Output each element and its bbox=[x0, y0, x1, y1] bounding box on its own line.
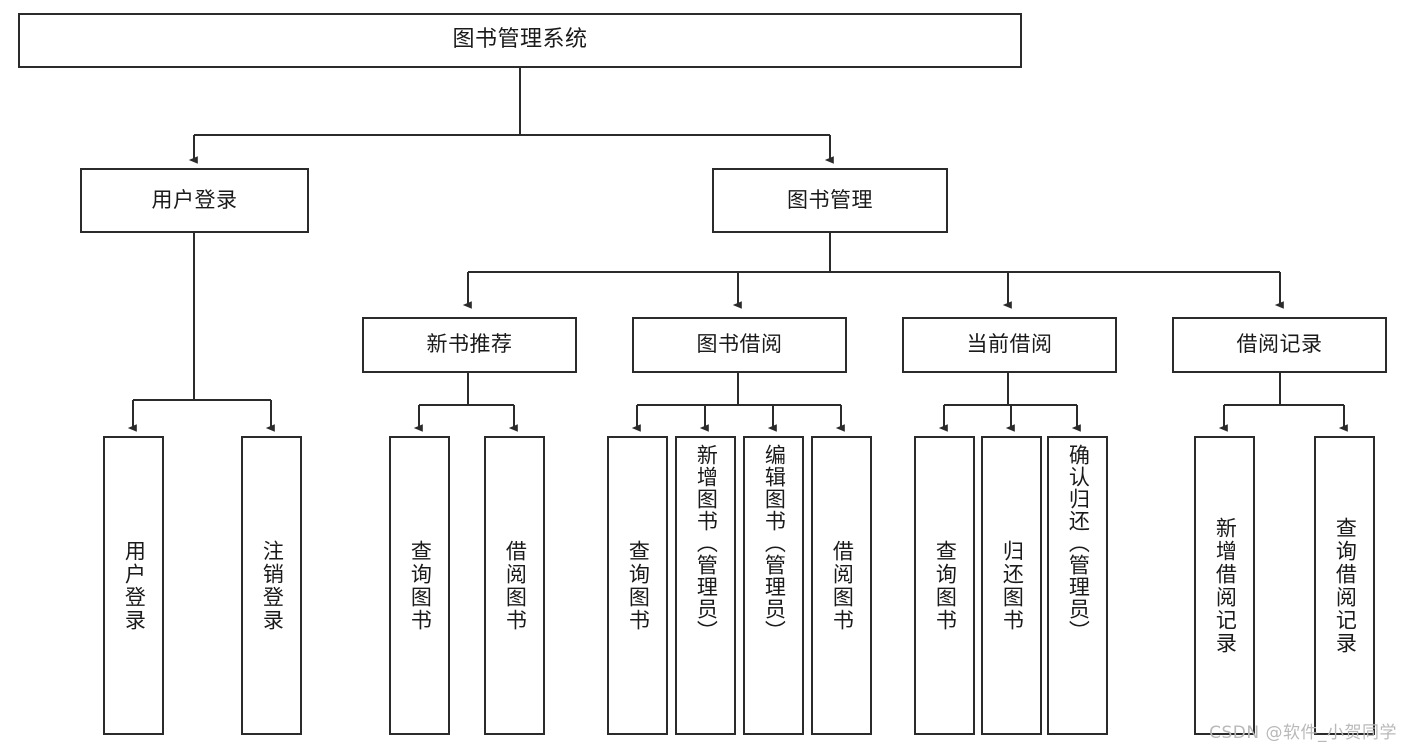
node-borrow-record[interactable]: 借阅记录 bbox=[1172, 317, 1387, 373]
node-label: 编辑图书（管理员） bbox=[762, 444, 787, 642]
node-new-book-recommend[interactable]: 新书推荐 bbox=[362, 317, 577, 373]
node-label: 查询图书 bbox=[408, 539, 433, 632]
leaf-borrow-record-query[interactable]: 查询借阅记录 bbox=[1314, 436, 1375, 735]
node-book-management[interactable]: 图书管理 bbox=[712, 168, 948, 233]
csdn-watermark: CSDN @软件_小贺同学 bbox=[1209, 723, 1397, 743]
node-label: 借阅图书 bbox=[830, 539, 855, 632]
node-book-borrow[interactable]: 图书借阅 bbox=[632, 317, 847, 373]
leaf-borrow-record-add[interactable]: 新增借阅记录 bbox=[1194, 436, 1255, 735]
node-book-management-system[interactable]: 图书管理系统 bbox=[18, 13, 1022, 68]
leaf-book-borrow-add[interactable]: 新增图书（管理员） bbox=[675, 436, 736, 735]
leaf-book-borrow-borrow[interactable]: 借阅图书 bbox=[811, 436, 872, 735]
node-label: 查询借阅记录 bbox=[1333, 516, 1358, 655]
leaf-new-book-query[interactable]: 查询图书 bbox=[389, 436, 450, 735]
node-label: 图书借阅 bbox=[696, 332, 783, 357]
node-label: 归还图书 bbox=[1000, 539, 1025, 632]
node-label: 确认归还（管理员） bbox=[1066, 444, 1091, 642]
leaf-book-borrow-query[interactable]: 查询图书 bbox=[607, 436, 668, 735]
node-current-borrow[interactable]: 当前借阅 bbox=[902, 317, 1117, 373]
leaf-book-borrow-edit[interactable]: 编辑图书（管理员） bbox=[743, 436, 804, 735]
node-label: 用户登录 bbox=[122, 539, 147, 632]
node-label: 图书管理系统 bbox=[452, 27, 588, 53]
leaf-user-login-login[interactable]: 用户登录 bbox=[103, 436, 164, 735]
node-label: 借阅图书 bbox=[503, 539, 528, 632]
node-label: 查询图书 bbox=[626, 539, 651, 632]
node-label: 用户登录 bbox=[151, 187, 238, 212]
node-label: 当前借阅 bbox=[966, 332, 1053, 357]
node-label: 新书推荐 bbox=[426, 332, 513, 357]
node-user-login[interactable]: 用户登录 bbox=[80, 168, 309, 233]
leaf-new-book-borrow[interactable]: 借阅图书 bbox=[484, 436, 545, 735]
leaf-current-borrow-return[interactable]: 归还图书 bbox=[981, 436, 1042, 735]
node-label: 图书管理 bbox=[787, 187, 873, 212]
leaf-current-borrow-query[interactable]: 查询图书 bbox=[914, 436, 975, 735]
node-label: 新增借阅记录 bbox=[1213, 516, 1238, 655]
node-label: 新增图书（管理员） bbox=[694, 444, 719, 642]
leaf-current-borrow-confirm-return[interactable]: 确认归还（管理员） bbox=[1047, 436, 1108, 735]
leaf-user-login-logout[interactable]: 注销登录 bbox=[241, 436, 302, 735]
node-label: 查询图书 bbox=[933, 539, 958, 632]
node-label: 注销登录 bbox=[260, 539, 285, 632]
node-label: 借阅记录 bbox=[1236, 332, 1323, 357]
